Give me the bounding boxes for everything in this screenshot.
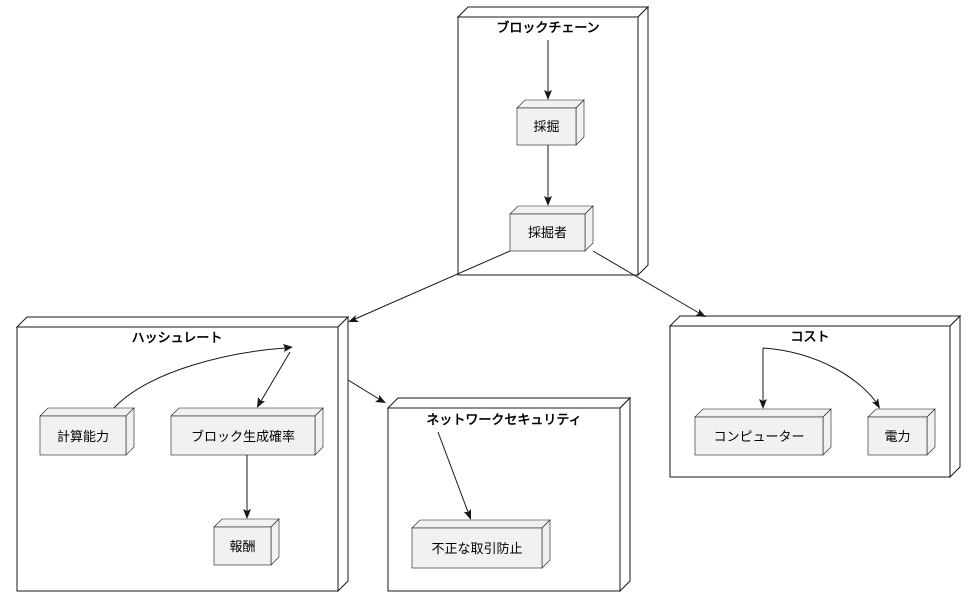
node-mining: 採掘 xyxy=(516,99,585,146)
node-reward: 報酬 xyxy=(213,518,280,566)
container-cost-title: コスト xyxy=(790,330,829,345)
node-compute-label: 計算能力 xyxy=(57,429,109,445)
node-computer-label: コンピューター xyxy=(713,430,804,445)
edge-miner-to-cost xyxy=(592,250,706,317)
node-compute: 計算能力 xyxy=(39,407,135,456)
edge-cost-title-to-computer xyxy=(759,348,767,409)
node-miner: 採掘者 xyxy=(509,205,594,252)
edges xyxy=(113,40,880,520)
edge-mining-to-miner xyxy=(544,145,552,206)
node-fraud-prevention-label: 不正な取引防止 xyxy=(431,541,522,557)
node-power-label: 電力 xyxy=(884,430,910,445)
node-power: 電力 xyxy=(867,408,936,456)
edge-compute-to-hashrate-title xyxy=(113,344,293,409)
node-mining-label: 採掘 xyxy=(533,120,559,135)
container-hashrate-title: ハッシュレート xyxy=(132,331,223,346)
edge-hashrate-title-to-block-prob xyxy=(257,351,291,408)
edge-block-prob-to-reward xyxy=(243,455,251,519)
container-blockchain-title: ブロックチェーン xyxy=(496,20,599,36)
edge-security-title-to-fraud-prevention xyxy=(437,431,471,520)
node-reward-label: 報酬 xyxy=(229,540,255,555)
container-security-title: ネットワークセキュリティ xyxy=(426,413,581,428)
node-computer: コンピューター xyxy=(694,408,832,456)
edge-cost-title-to-power xyxy=(762,347,880,409)
node-fraud-prevention: 不正な取引防止 xyxy=(411,519,551,569)
edge-miner-to-hashrate xyxy=(348,250,511,322)
node-block-prob-label: ブロック生成確率 xyxy=(191,429,295,445)
node-miner-label: 採掘者 xyxy=(528,226,567,241)
edge-hashrate-to-security xyxy=(347,379,386,403)
container-hashrate: ハッシュレート xyxy=(15,315,350,593)
node-block-prob: ブロック生成確率 xyxy=(170,407,324,456)
edge-blockchain-to-mining xyxy=(544,40,552,100)
